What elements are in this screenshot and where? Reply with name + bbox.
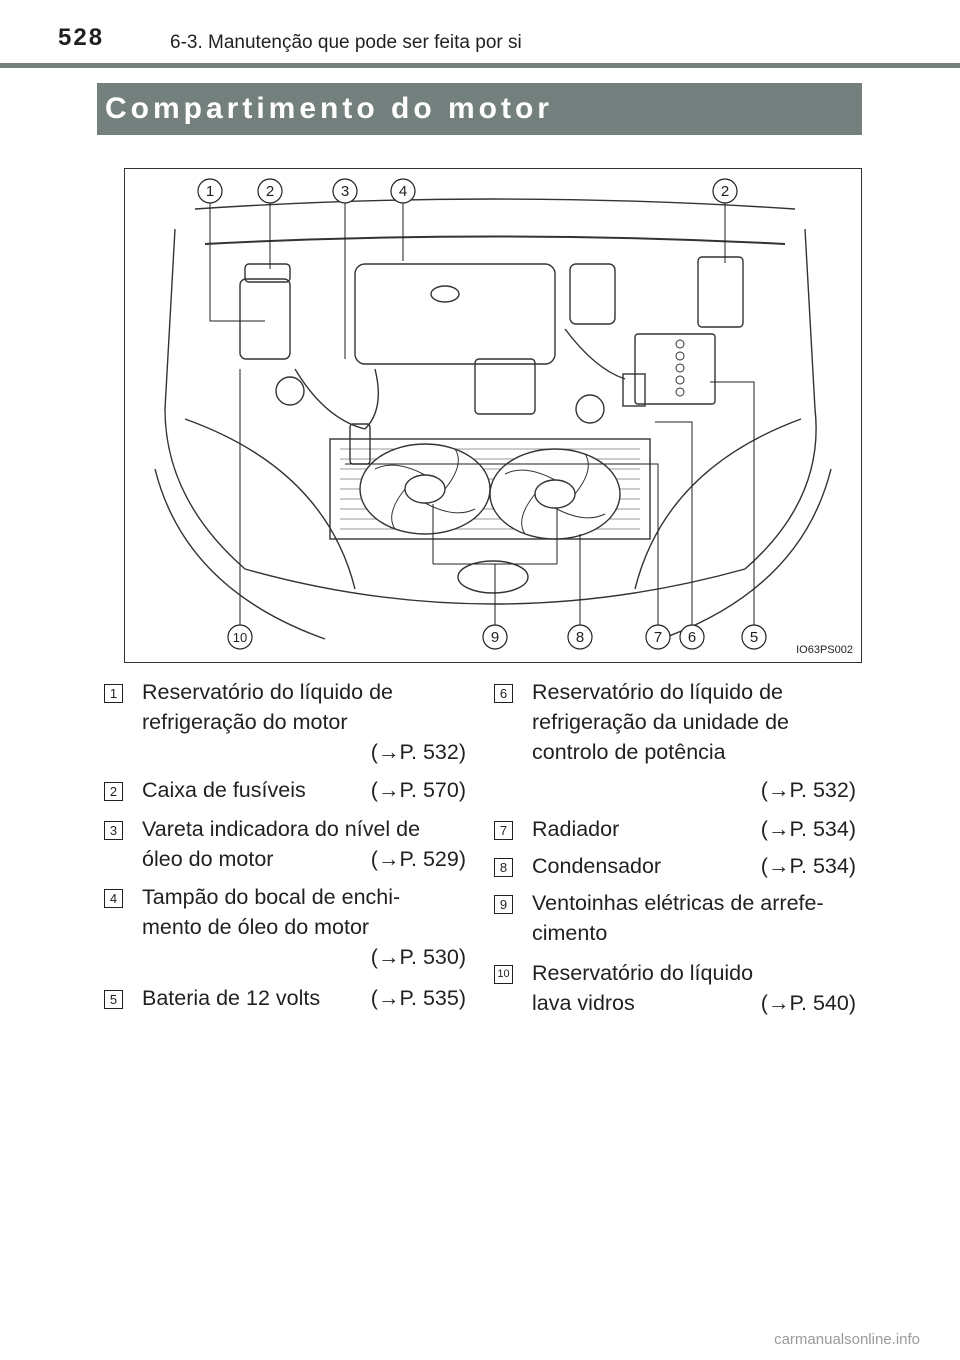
item-text-line: óleo do motor: [142, 847, 274, 871]
callout-bottom-6: 5: [750, 629, 758, 646]
legend-item-1: 1 Reservatório do líquido de refrigeraçã…: [104, 677, 466, 769]
item-number: 10: [494, 965, 513, 984]
item-page-ref: (→P. 532): [370, 740, 466, 764]
legend-item-3: 3 Vareta indicadora do nível de óleo do …: [104, 814, 466, 876]
item-page-ref: (→P. 534): [760, 817, 856, 841]
item-text-line: Tampão do bocal de enchi-: [142, 885, 401, 909]
item-page-ref: (→P. 540): [760, 991, 856, 1015]
item-number: 4: [104, 889, 123, 908]
item-page-ref: (→P. 570): [370, 778, 466, 802]
section-title: 6-3. Manutenção que pode ser feita por s…: [170, 32, 522, 53]
item-text-line: Bateria de 12 volts: [142, 986, 321, 1010]
item-number: 2: [104, 782, 123, 801]
item-page-ref: (→P. 529): [370, 847, 466, 871]
item-text-line: refrigeração do motor: [142, 710, 348, 734]
item-text-line: Reservatório do líquido: [532, 961, 754, 985]
header-rule: [0, 63, 960, 68]
watermark: carmanualsonline.info: [774, 1331, 920, 1348]
item-text-line: controlo de potência: [532, 740, 726, 764]
engine-figure: 1 2 3 4 2 10 9 8 7 6 5 IO63PS002: [124, 168, 862, 663]
callout-bottom-1: 10: [233, 630, 247, 645]
item-number: 9: [494, 895, 513, 914]
legend-item-8: 8 Condensador (→P. 534): [494, 851, 856, 883]
item-number: 3: [104, 821, 123, 840]
item-page-ref: (→P. 535): [370, 986, 466, 1010]
item-number: 5: [104, 990, 123, 1009]
item-text-line: Reservatório do líquido de: [532, 680, 783, 704]
item-text-line: Vareta indicadora do nível de: [142, 817, 421, 841]
item-text-line: mento de óleo do motor: [142, 915, 370, 939]
item-text-line: Ventoinhas elétricas de arrefe-: [532, 891, 824, 915]
item-page-ref: (→P. 532): [760, 778, 856, 802]
page-number: 528: [58, 24, 105, 51]
title-banner: Compartimento do motor: [97, 83, 862, 135]
legend-item-5: 5 Bateria de 12 volts (→P. 535): [104, 983, 466, 1015]
legend-item-4: 4 Tampão do bocal de enchi- mento de óle…: [104, 882, 466, 974]
legend-item-6: 6 Reservatório do líquido de refrigeraçã…: [494, 677, 856, 802]
item-page-ref: (→P. 534): [760, 854, 856, 878]
callout-bottom-4: 7: [654, 629, 662, 646]
item-number: 7: [494, 821, 513, 840]
item-text-line: lava vidros: [532, 991, 635, 1015]
item-text-line: refrigeração da unidade de: [532, 710, 789, 734]
callout-top-2: 2: [266, 183, 274, 200]
callout-bottom-5: 6: [688, 629, 696, 646]
callout-bottom-2: 9: [491, 629, 499, 646]
item-text-line: cimento: [532, 921, 608, 945]
callout-top-5: 2: [721, 183, 729, 200]
callout-top-1: 1: [206, 183, 214, 200]
item-text-line: Caixa de fusíveis: [142, 778, 306, 802]
item-number: 8: [494, 858, 513, 877]
item-text-line: Condensador: [532, 854, 662, 878]
legend-item-7: 7 Radiador (→P. 534): [494, 814, 856, 846]
item-page-ref: (→P. 530): [370, 945, 466, 969]
item-number: 6: [494, 684, 513, 703]
legend-item-10: 10 Reservatório do líquido lava vidros (…: [494, 958, 856, 1020]
callout-top-4: 4: [399, 183, 407, 200]
legend-item-2: 2 Caixa de fusíveis (→P. 570): [104, 775, 466, 807]
engine-illustration: 1 2 3 4 2 10 9 8 7 6 5: [154, 178, 832, 650]
item-text-line: Radiador: [532, 817, 620, 841]
legend-item-9: 9 Ventoinhas elétricas de arrefe- ciment…: [494, 888, 856, 950]
callout-bottom-3: 8: [576, 629, 584, 646]
item-text-line: Reservatório do líquido de: [142, 680, 393, 704]
figure-code: IO63PS002: [794, 644, 855, 656]
callout-top-3: 3: [341, 183, 349, 200]
item-number: 1: [104, 684, 123, 703]
page-title: Compartimento do motor: [105, 92, 553, 125]
